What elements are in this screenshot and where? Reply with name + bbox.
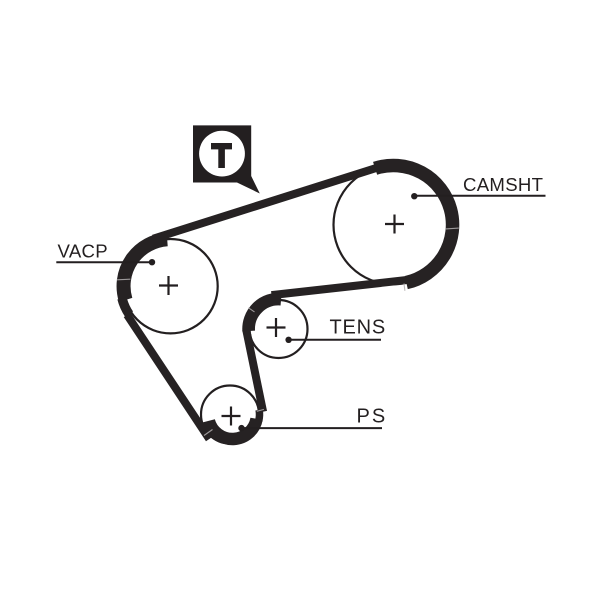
- svg-text:CAMSHT: CAMSHT: [463, 174, 543, 195]
- svg-text:VACP: VACP: [58, 241, 108, 262]
- svg-text:PS: PS: [357, 406, 388, 428]
- svg-text:TENS: TENS: [330, 317, 387, 339]
